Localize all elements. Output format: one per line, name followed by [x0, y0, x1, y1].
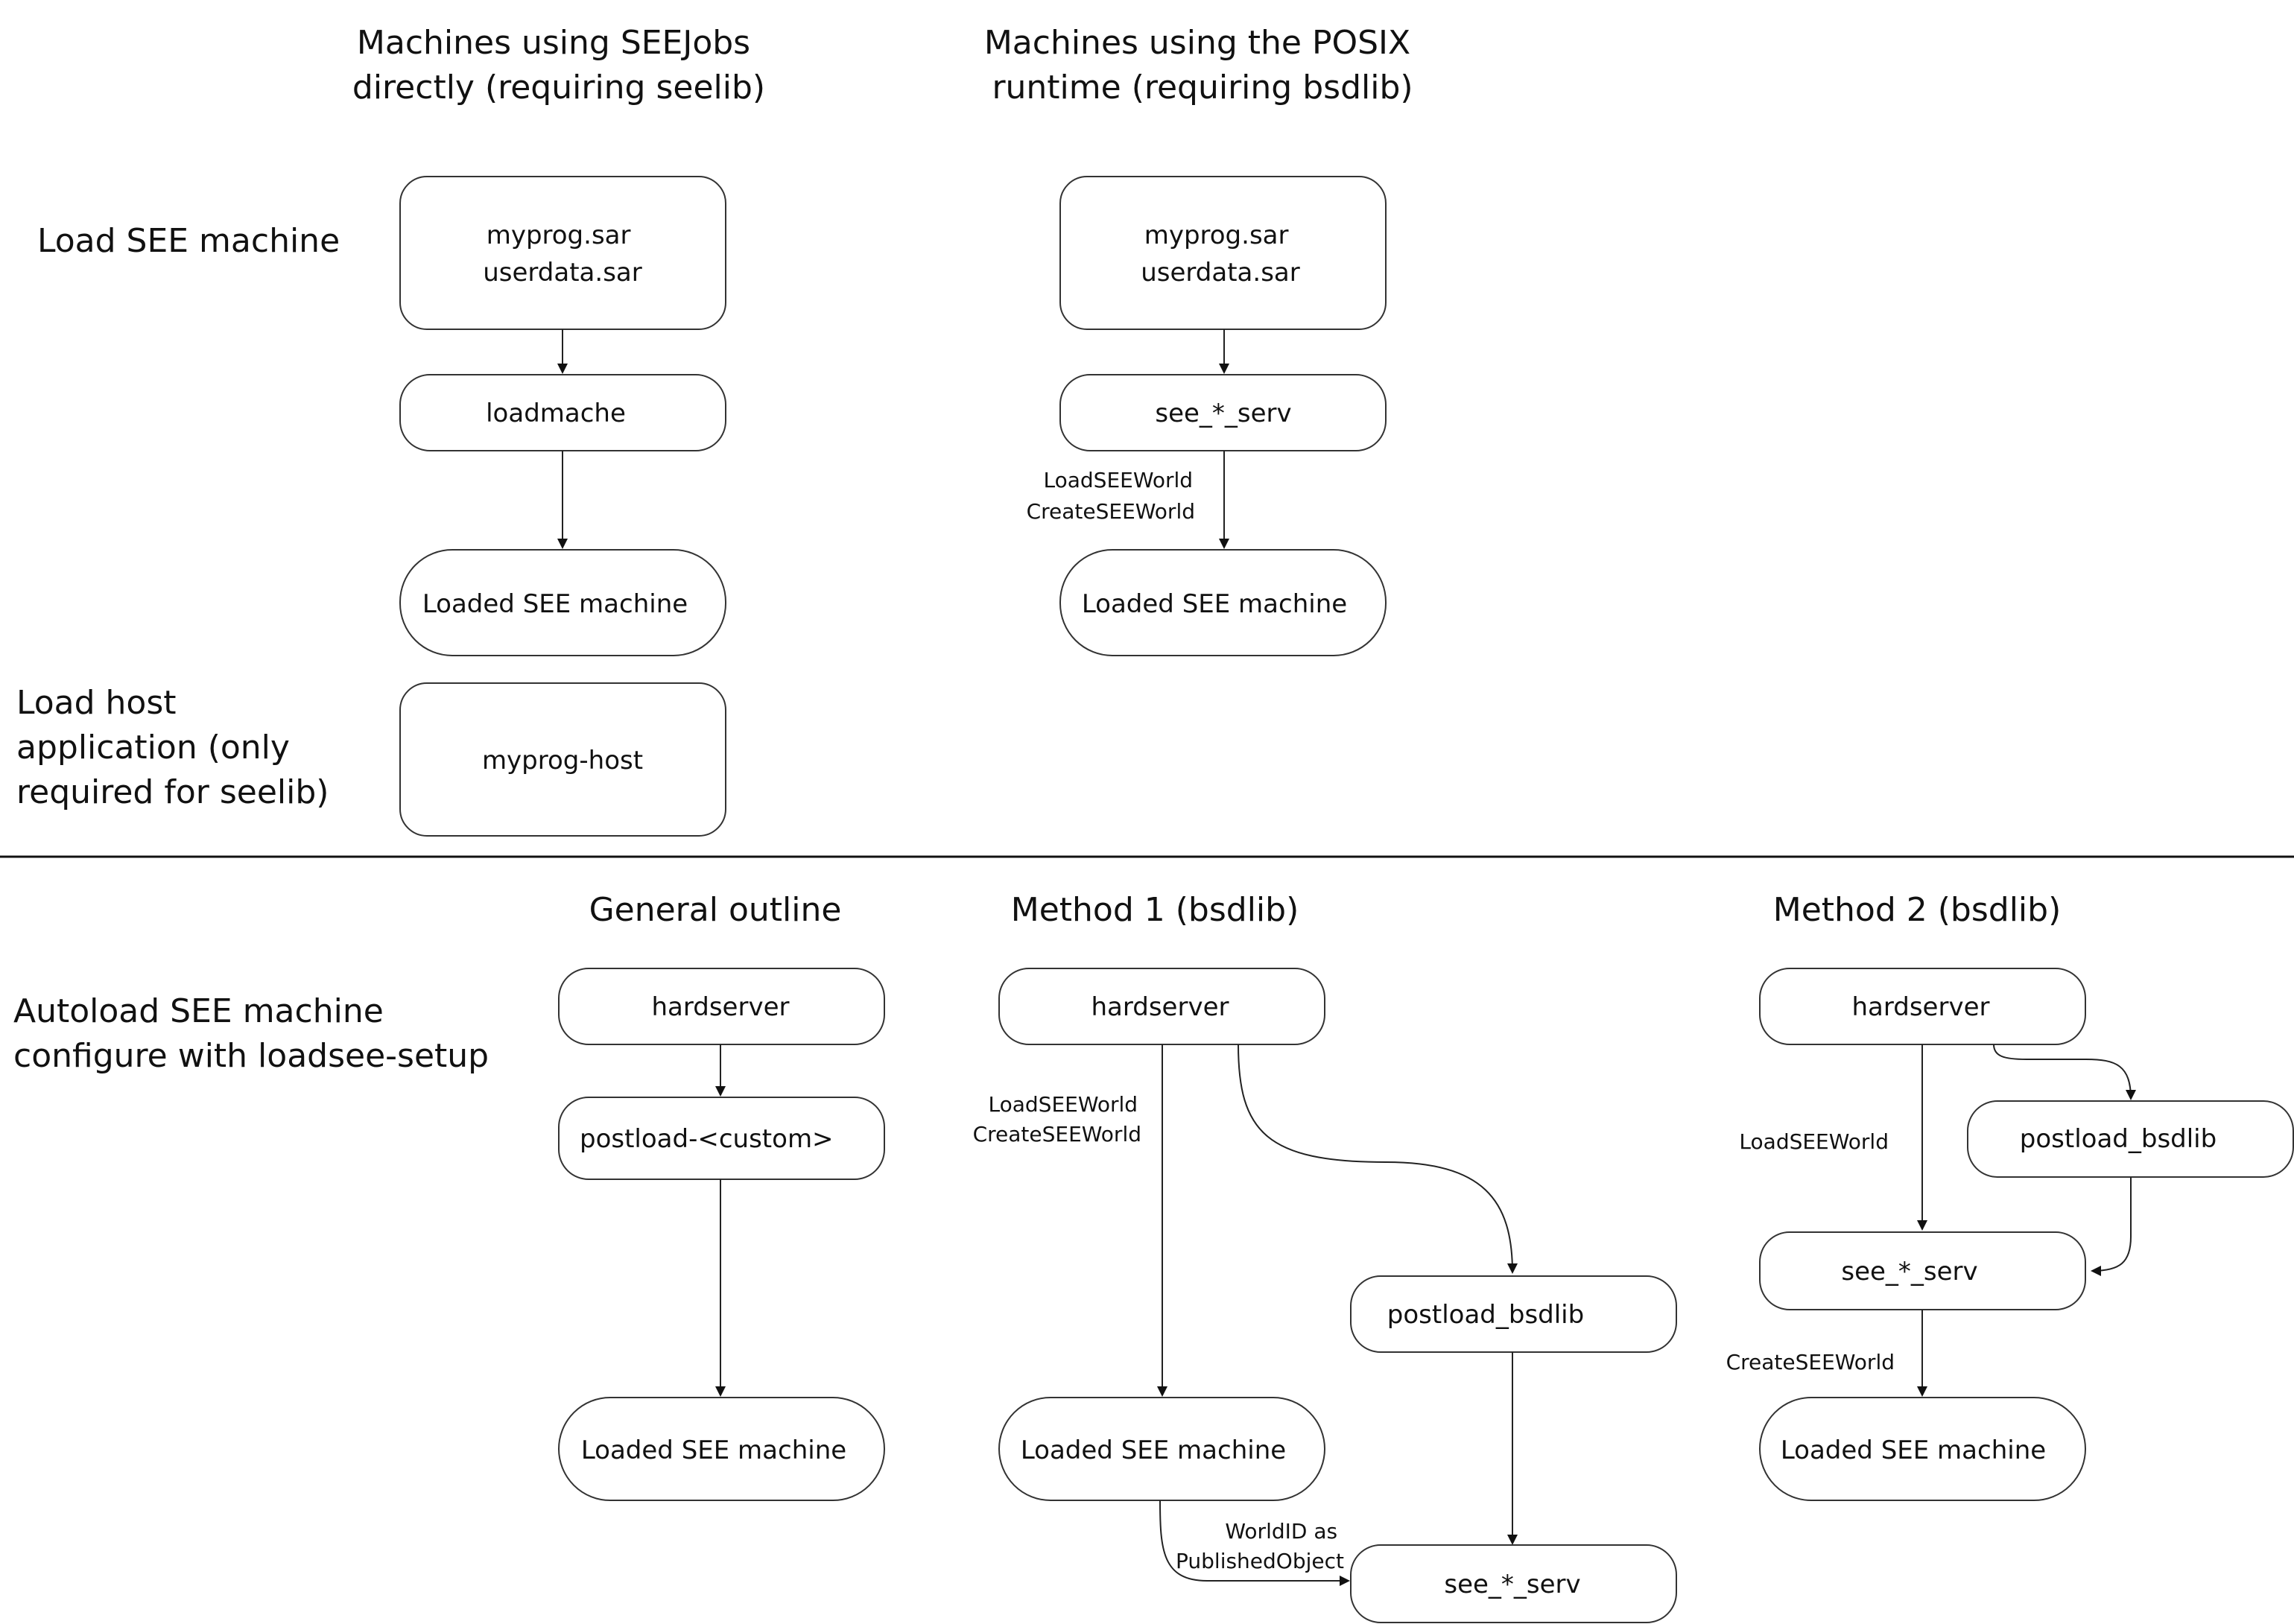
posix-sar-files-text: myprog.sar userdata.sar: [1141, 221, 1300, 288]
method1-serv-edge-label: WorldID as PublishedObject: [1176, 1519, 1344, 1573]
method1-loaded-text: Loaded SEE machine: [1021, 1436, 1286, 1465]
method2-postload-text: postload_bsdlib: [2020, 1124, 2217, 1154]
posix-column-title: Machines using the POSIX runtime (requir…: [984, 24, 1421, 107]
method2-edge-hardserver-to-postload: [1993, 1044, 2136, 1100]
general-hardserver-node: [558, 968, 885, 1045]
general-loaded-node: [558, 1397, 885, 1501]
method1-edge-label: LoadSEEWorld CreateSEEWorld: [973, 1092, 1144, 1146]
method1-edge-hardserver-to-postload: [1238, 1044, 1518, 1274]
seejobs-host-text: myprog-host: [482, 746, 643, 775]
seejobs-loader-text: loadmache: [486, 399, 626, 428]
method1-postload-node: [1350, 1275, 1677, 1353]
posix-server-node: [1059, 374, 1387, 451]
method1-serv-text: see_*_serv: [1444, 1570, 1580, 1599]
method1-title: Method 1 (bsdlib): [1011, 891, 1299, 929]
method2-edge-label-create: CreateSEEWorld: [1726, 1350, 1895, 1374]
general-postload-node: [558, 1097, 885, 1180]
seejobs-host-node: [399, 682, 726, 837]
load-see-row-label: Load SEE machine: [37, 222, 340, 260]
general-outline-title: General outline: [589, 891, 842, 929]
method1-postload-text: postload_bsdlib: [1387, 1300, 1584, 1330]
seejobs-loaded-text: Loaded SEE machine: [422, 589, 688, 619]
method2-loaded-text: Loaded SEE machine: [1781, 1436, 2046, 1465]
posix-server-text: see_*_serv: [1155, 399, 1291, 428]
posix-edge-label: LoadSEEWorld CreateSEEWorld: [1027, 468, 1200, 524]
method2-title: Method 2 (bsdlib): [1773, 891, 2061, 929]
general-postload-text: postload-<custom>: [580, 1124, 834, 1154]
method1-hardserver-text: hardserver: [1091, 992, 1229, 1022]
posix-loaded-text: Loaded SEE machine: [1082, 589, 1347, 619]
method2-edge-label-load: LoadSEEWorld: [1739, 1129, 1889, 1154]
method2-edge-postload-to-serv: [2091, 1177, 2132, 1276]
method2-loaded-node: [1759, 1397, 2086, 1501]
seejobs-column-title: Machines using SEEJobs directly (requiri…: [352, 24, 765, 107]
method2-serv-text: see_*_serv: [1841, 1257, 1977, 1287]
method2-hardserver-text: hardserver: [1852, 992, 1990, 1022]
posix-sar-files-node: [1059, 176, 1387, 330]
method1-edge-loaded-to-serv: [1159, 1500, 1350, 1586]
seejobs-sar-files-text: myprog.sar userdata.sar: [483, 221, 642, 288]
method1-serv-node: [1350, 1544, 1677, 1623]
posix-loaded-node: [1059, 549, 1387, 656]
seejobs-loaded-node: [399, 549, 726, 656]
general-loaded-text: Loaded SEE machine: [581, 1436, 846, 1465]
method1-loaded-node: [998, 1397, 1325, 1501]
general-hardserver-text: hardserver: [652, 992, 790, 1022]
load-host-row-label: Load host application (only required for…: [16, 684, 329, 811]
autoload-row-label: Autoload SEE machine configure with load…: [13, 992, 489, 1075]
seejobs-sar-files-node: [399, 176, 726, 330]
